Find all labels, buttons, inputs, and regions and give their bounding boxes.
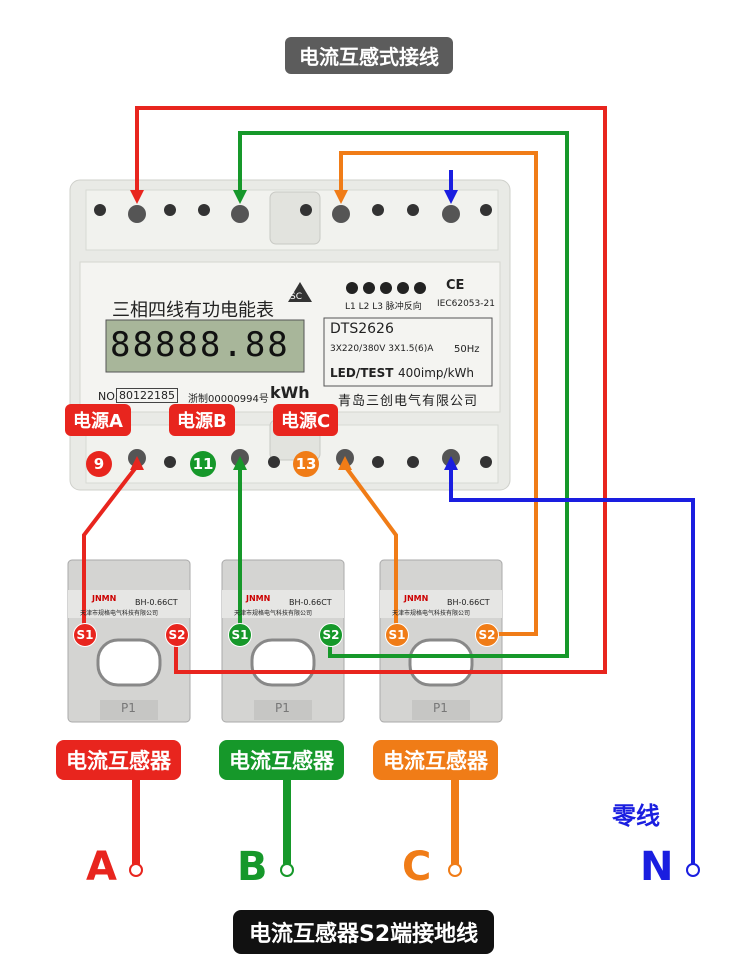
phase-a: A [86,844,117,890]
meter-name: 三相四线有功电能表 [112,300,274,321]
arrow-a-top [130,190,144,204]
ct-a-company: 天津市规格电气科技有限公司 [80,610,159,617]
ct-b-p1: P1 [275,701,290,715]
arrow-c-bottom [338,456,352,470]
ct-c-s2: S2 [475,623,499,647]
terminal-n [686,863,700,877]
meter-imp: 400imp/kWh [398,366,475,380]
wire-a-s2-return [135,106,607,674]
indicator-leds [346,282,426,294]
ct-c-s1: S1 [385,623,409,647]
ct-a-p1: P1 [121,701,136,715]
meter-logo-text: SC [290,292,302,302]
terminal-b [280,863,294,877]
arrow-n-top [444,190,458,204]
meter-serial: 80122185 [116,388,178,403]
ct-b-model: BH-0.66CT [289,598,332,607]
top-terminals [94,204,492,223]
ct-label-a: 电流互感器 [56,740,181,780]
meter-led: LED/TEST [330,366,394,380]
ct-label-b: 电流互感器 [219,740,344,780]
terminal-number-11: 11 [190,451,216,477]
arrow-b-bottom [233,456,247,470]
meter-freq: 50Hz [454,344,480,355]
ct-b-brand: JNMN [246,594,271,603]
terminal-number-9: 9 [86,451,112,477]
terminal-number-13: 13 [293,451,319,477]
wire-n [449,466,695,864]
power-label-b: 电源B [169,404,235,436]
phase-n: N [640,844,674,890]
spec-box [323,317,493,387]
neutral-label: 零线 [612,802,660,830]
wire-b-s2-return [238,131,569,658]
lcd-display [105,319,305,373]
ct-a-s1: S1 [73,623,97,647]
meter-unit: kWh [270,383,310,402]
arrow-a-bottom [130,456,144,470]
arrow-n-bottom [444,456,458,470]
ct-a [67,559,191,723]
wire-c-s1 [343,464,398,634]
ct-a-s2: S2 [165,623,189,647]
arrow-b-top [233,190,247,204]
meter-maker: 青岛三创电气有限公司 [338,394,479,409]
terminal-c [448,863,462,877]
meter-serial-prefix: NO. [98,390,118,403]
ct-b-s2: S2 [319,623,343,647]
meter-rating: 3X220/380V 3X1.5(6)A [330,344,434,354]
diagram-title: 电流互感式接线 [285,37,453,74]
footer-caption: 电流互感器S2端接地线 [233,910,495,954]
ct-a-brand: JNMN [92,594,117,603]
ct-b-company: 天津市规格电气科技有限公司 [234,610,313,617]
ct-a-model: BH-0.66CT [135,598,178,607]
meter-model: DTS2626 [330,321,394,337]
arrow-c-top [334,190,348,204]
ce-mark-icon: CE [446,278,465,293]
phase-b: B [237,844,268,890]
wire-a-s1 [82,464,139,634]
wire-c-s2-return [339,151,538,636]
ct-b-s1: S1 [228,623,252,647]
power-label-a: 电源A [65,404,131,436]
ct-c-brand: JNMN [404,594,429,603]
ct-c-p1: P1 [433,701,448,715]
meter-logo-icon [288,282,312,302]
meter-cert: 浙制00000994号 [188,394,269,405]
phase-c: C [402,844,432,890]
meter-standard: IEC62053-21 [437,299,495,309]
ct-c-model: BH-0.66CT [447,598,490,607]
power-label-c: 电源C [273,404,339,436]
ct-c-company: 天津市规格电气科技有限公司 [392,610,471,617]
meter-indicators: L1 L2 L3 脉冲反向 [345,302,422,312]
terminal-a [129,863,143,877]
meter-display: 88888.88 [110,325,290,365]
ct-label-c: 电流互感器 [373,740,498,780]
